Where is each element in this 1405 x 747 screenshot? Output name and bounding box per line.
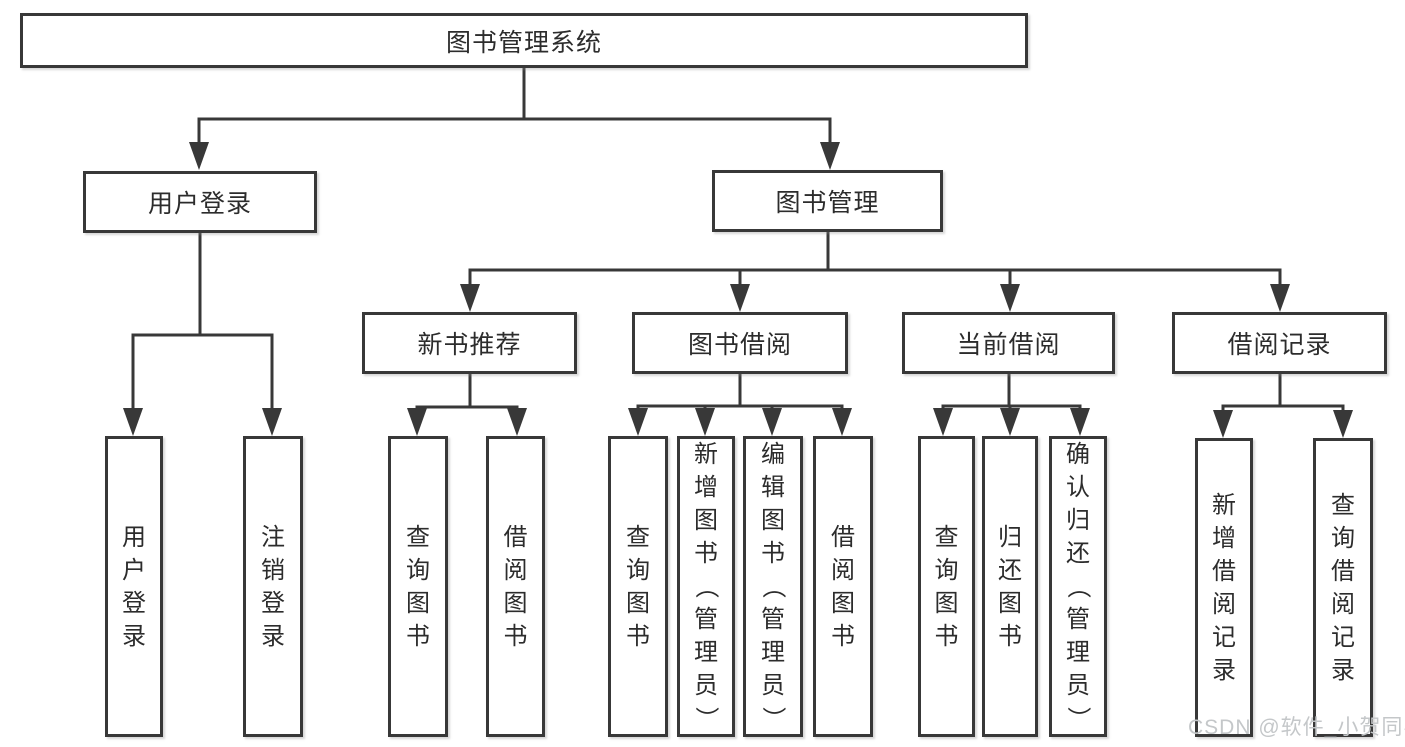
node-label: 新增图书（管理员） [692, 441, 720, 731]
node-label: 用户登录 [122, 523, 146, 650]
arrowhead-icons [123, 142, 1353, 438]
node-label: 图书管理 [775, 189, 880, 217]
node-label: 当前借阅 [956, 331, 1061, 359]
node-label: 注销登录 [261, 523, 285, 650]
node-label: 新书推荐 [417, 331, 522, 359]
node-label: 查询借阅记录 [1331, 491, 1355, 684]
node-label: 借阅图书 [503, 523, 528, 650]
node-new-book-recommend: 新书推荐 [362, 312, 577, 374]
node-label: 新增借阅记录 [1212, 491, 1236, 684]
node-label: 借阅记录 [1227, 331, 1332, 359]
node-library-management-system: 图书管理系统 [20, 13, 1028, 68]
leaf-user-login: 用户登录 [105, 436, 163, 737]
node-book-borrowing: 图书借阅 [632, 312, 848, 374]
node-user-login: 用户登录 [83, 171, 317, 233]
leaf-cb-query-books: 查询图书 [918, 436, 975, 737]
leaf-br-query-record: 查询借阅记录 [1313, 438, 1373, 737]
leaf-cb-confirm-return-admin: 确认归还（管理员） [1049, 436, 1107, 737]
leaf-bb-edit-books-admin: 编辑图书（管理员） [743, 436, 803, 737]
node-label: 编辑图书（管理员） [759, 441, 787, 731]
leaf-br-add-record: 新增借阅记录 [1195, 438, 1253, 737]
node-label: 用户登录 [147, 190, 252, 218]
node-label: 归还图书 [998, 523, 1022, 650]
node-label: 图书借阅 [687, 331, 792, 359]
node-label: 图书管理系统 [445, 28, 602, 57]
csdn-watermark: CSDN @软件_小贺同学 [1188, 716, 1405, 739]
leaf-nb-borrow-books: 借阅图书 [486, 436, 545, 737]
node-current-borrowing: 当前借阅 [902, 312, 1115, 374]
leaf-nb-query-books: 查询图书 [388, 436, 448, 737]
node-label: 查询图书 [626, 523, 650, 650]
leaf-bb-borrow-books: 借阅图书 [813, 436, 873, 737]
node-borrowing-records: 借阅记录 [1172, 312, 1387, 374]
node-label: 查询图书 [406, 523, 430, 650]
node-label: 查询图书 [934, 523, 959, 650]
node-label: 借阅图书 [831, 523, 855, 650]
node-label: 确认归还（管理员） [1064, 441, 1092, 731]
leaf-cb-return-books: 归还图书 [982, 436, 1038, 737]
leaf-bb-query-books: 查询图书 [608, 436, 668, 737]
node-book-management: 图书管理 [712, 170, 943, 232]
leaf-logout: 注销登录 [243, 436, 303, 737]
leaf-bb-add-books-admin: 新增图书（管理员） [677, 436, 735, 737]
